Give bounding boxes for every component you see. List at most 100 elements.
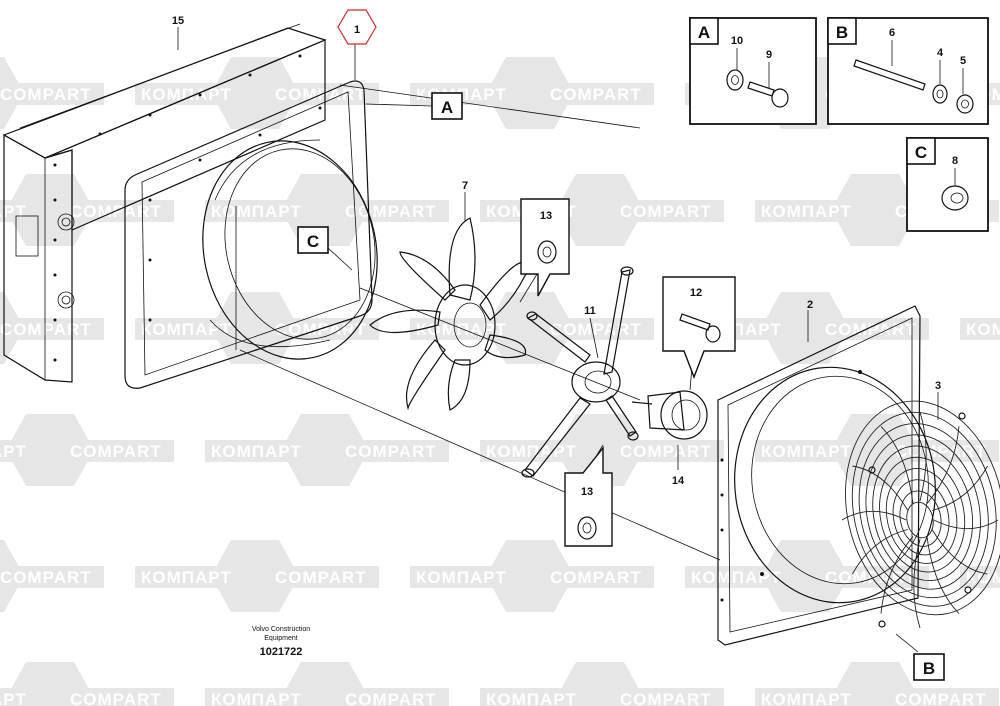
diagram-credit: Volvo Construction Equipment 1021722 xyxy=(252,626,310,658)
watermark-text-cyrillic: КОМПАРТ xyxy=(0,690,27,706)
watermark-band xyxy=(0,200,38,222)
watermark-text-latin: COMPART xyxy=(275,568,367,587)
watermark-text-cyrillic: КОМПАРТ xyxy=(416,568,507,587)
bracket-part-11[interactable] xyxy=(521,266,639,478)
svg-text:A: A xyxy=(441,98,453,117)
watermark-band xyxy=(205,688,313,706)
marker-b[interactable]: B xyxy=(913,653,945,681)
watermark-band xyxy=(339,440,449,462)
radiator-part-15[interactable] xyxy=(2,23,327,383)
marker-a[interactable]: A xyxy=(431,92,463,120)
watermark-text-latin: COMPART xyxy=(550,85,642,104)
watermark-text-latin: COMPART xyxy=(345,202,437,221)
watermark-band xyxy=(135,318,243,340)
callout-12[interactable]: 12 xyxy=(690,287,702,299)
watermark-logo xyxy=(486,292,574,364)
watermark-band xyxy=(480,688,588,706)
watermark-logo xyxy=(281,414,369,486)
watermark-band xyxy=(889,688,999,706)
watermark-text-cyrillic: КОМПАРТ xyxy=(761,202,852,221)
watermark-logo xyxy=(556,174,644,246)
watermark-band xyxy=(544,83,654,105)
fan-shroud-part-1[interactable] xyxy=(124,80,397,389)
callout-13-top[interactable]: 13 xyxy=(540,210,552,222)
callout-1[interactable]: 1 xyxy=(354,24,360,36)
watermark-band xyxy=(755,200,863,222)
watermark-band xyxy=(135,566,243,588)
shroud-panel-part-2[interactable] xyxy=(717,305,950,646)
callout-7[interactable]: 7 xyxy=(462,180,468,192)
fan-blade-part-7[interactable] xyxy=(369,217,531,411)
watermark-band xyxy=(0,688,38,706)
watermark-band xyxy=(544,318,654,340)
watermark-logo xyxy=(761,292,849,364)
fan-guard-part-3[interactable] xyxy=(826,386,1000,630)
watermark-band xyxy=(755,440,863,462)
credit-line-2: Equipment xyxy=(264,635,298,642)
watermark-text-latin: COMPART xyxy=(70,690,162,706)
callout-3[interactable]: 3 xyxy=(935,380,941,392)
watermark-band xyxy=(614,688,724,706)
watermark-band xyxy=(135,83,243,105)
watermark-band xyxy=(614,200,724,222)
callout-2[interactable]: 2 xyxy=(807,299,813,311)
watermark-band xyxy=(960,318,1000,340)
watermark-text-cyrillic: КОМПАРТ xyxy=(486,690,577,706)
watermark-logo xyxy=(6,414,94,486)
callout-9[interactable]: 9 xyxy=(766,49,772,61)
watermark-band xyxy=(0,440,38,462)
callout-5[interactable]: 5 xyxy=(960,55,966,67)
marker-c[interactable]: C xyxy=(297,226,329,254)
watermark-text-cyrillic: КОМПАРТ xyxy=(691,568,782,587)
watermark-band xyxy=(64,440,174,462)
watermark-band xyxy=(819,566,929,588)
watermark-text-latin: COMPART xyxy=(345,690,437,706)
washer-box-part-13-bottom[interactable] xyxy=(564,446,613,547)
watermark-text-latin: COMPART xyxy=(550,568,642,587)
detail-view-b: B xyxy=(827,17,989,125)
svg-text:C: C xyxy=(307,232,319,251)
watermark-text-cyrillic: КОМПАРТ xyxy=(141,85,232,104)
callout-11[interactable]: 11 xyxy=(584,305,596,317)
watermark-band xyxy=(410,318,518,340)
callout-14[interactable]: 14 xyxy=(672,475,685,487)
watermark-logo xyxy=(486,540,574,612)
watermark-logo xyxy=(831,174,919,246)
watermark-text-cyrillic: КОМПАРТ xyxy=(761,690,852,706)
watermark-text-cyrillic: КОМПАРТ xyxy=(486,442,577,461)
watermark-text-latin: COMPART xyxy=(620,690,712,706)
callout-10[interactable]: 10 xyxy=(731,35,743,47)
svg-text:C: C xyxy=(915,143,927,162)
watermark-band xyxy=(960,566,1000,588)
highlight-callout-marker xyxy=(337,9,377,45)
watermark-band xyxy=(0,566,104,588)
watermark-logo xyxy=(831,414,919,486)
watermark-band xyxy=(480,440,588,462)
watermark-band xyxy=(685,566,793,588)
detail-view-c: C xyxy=(906,137,989,232)
watermark-logo xyxy=(486,57,574,129)
svg-text:A: A xyxy=(698,23,710,42)
svg-text:B: B xyxy=(923,659,935,678)
callout-15[interactable]: 15 xyxy=(172,15,184,27)
watermark-text-latin: COMPART xyxy=(895,690,987,706)
bolt-box-part-12[interactable] xyxy=(662,276,736,379)
watermark-layer: КОМПАРТ COMPART КОМПАРТ COMPART КОМПАРТ COMPA… xyxy=(0,57,1000,706)
watermark-text-cyrillic: КОМПАРТ xyxy=(141,320,232,339)
callout-4[interactable]: 4 xyxy=(937,47,944,59)
callout-8[interactable]: 8 xyxy=(952,155,958,167)
watermark-band xyxy=(64,200,174,222)
watermark-logo xyxy=(211,540,299,612)
watermark-band xyxy=(205,440,313,462)
callout-6[interactable]: 6 xyxy=(889,27,895,39)
motor-part-14[interactable] xyxy=(631,390,708,440)
watermark-text-latin: COMPART xyxy=(895,442,987,461)
washer-box-part-13-top[interactable] xyxy=(520,198,570,297)
watermark-band xyxy=(339,688,449,706)
watermark-text-cyrillic: КОМПАРТ xyxy=(966,320,1000,339)
watermark-band xyxy=(64,688,174,706)
svg-text:B: B xyxy=(836,23,848,42)
watermark-band xyxy=(269,566,379,588)
callout-13-bottom[interactable]: 13 xyxy=(581,486,593,498)
watermark-band xyxy=(0,83,104,105)
